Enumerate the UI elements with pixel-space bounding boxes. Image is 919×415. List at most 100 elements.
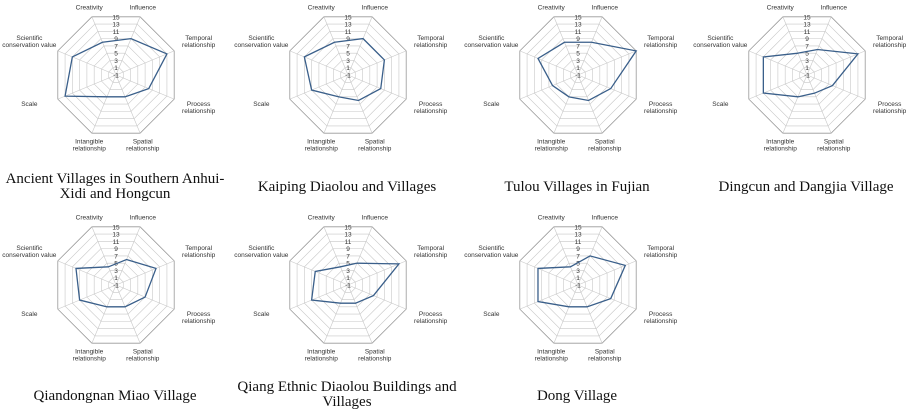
axis-spoke bbox=[806, 74, 866, 100]
tick-label: 5 bbox=[576, 261, 580, 268]
tick-label: -1 bbox=[575, 283, 581, 290]
axis-spoke bbox=[347, 74, 373, 134]
tick-label: 7 bbox=[114, 43, 118, 50]
axis-spoke bbox=[323, 16, 349, 76]
axis-label: Scale bbox=[21, 311, 38, 318]
series-line bbox=[303, 37, 386, 102]
tick-label: 1 bbox=[576, 65, 580, 72]
axis-spoke bbox=[748, 50, 808, 76]
tick-label: 15 bbox=[344, 224, 352, 231]
tick-label: 9 bbox=[114, 246, 118, 253]
tick-label: 13 bbox=[574, 22, 582, 29]
axis-spoke bbox=[57, 74, 117, 100]
grid-ring bbox=[289, 226, 407, 344]
axis-spoke bbox=[91, 74, 117, 134]
grid-ring bbox=[748, 16, 866, 134]
axis-label: Creativity bbox=[538, 4, 566, 11]
axis-label: Influence bbox=[130, 214, 157, 221]
tick-label: 3 bbox=[576, 268, 580, 275]
tick-label: -1 bbox=[113, 283, 119, 290]
tick-label: 7 bbox=[346, 43, 350, 50]
tick-label: 15 bbox=[112, 224, 120, 231]
axis-label: Scale bbox=[253, 311, 270, 318]
axis-label: Scale bbox=[483, 311, 500, 318]
axis-label: Creativity bbox=[76, 214, 104, 221]
chart-title-5: Qiandongnan Miao Village bbox=[33, 388, 197, 404]
axis-spoke bbox=[115, 284, 141, 344]
tick-label: 11 bbox=[113, 29, 120, 36]
tick-label: 11 bbox=[804, 29, 811, 36]
tick-label: 1 bbox=[114, 65, 118, 72]
tick-label: 5 bbox=[805, 51, 809, 58]
tick-label: -1 bbox=[804, 73, 810, 80]
tick-label: 15 bbox=[574, 14, 582, 21]
tick-label: 9 bbox=[576, 246, 580, 253]
axis-spoke bbox=[347, 50, 407, 76]
tick-label: 1 bbox=[805, 65, 809, 72]
axis-spoke bbox=[577, 74, 637, 100]
tick-label: 3 bbox=[576, 58, 580, 65]
axis-spoke bbox=[115, 50, 175, 76]
axis-spoke bbox=[577, 284, 603, 344]
grid-ring bbox=[289, 16, 407, 134]
axis-label: Influence bbox=[130, 4, 157, 11]
tick-label: 1 bbox=[576, 275, 580, 282]
tick-label: 9 bbox=[114, 36, 118, 43]
axis-label: Scale bbox=[253, 101, 270, 108]
tick-label: 15 bbox=[344, 14, 352, 21]
tick-label: 13 bbox=[112, 232, 120, 239]
tick-label: 3 bbox=[346, 58, 350, 65]
tick-label: -1 bbox=[345, 73, 351, 80]
tick-label: -1 bbox=[575, 73, 581, 80]
axis-spoke bbox=[289, 260, 349, 286]
tick-label: 11 bbox=[113, 239, 120, 246]
axis-spoke bbox=[553, 226, 579, 286]
grid-ring bbox=[519, 16, 637, 134]
tick-label: 9 bbox=[805, 36, 809, 43]
axis-spoke bbox=[115, 16, 141, 76]
axis-spoke bbox=[323, 74, 349, 134]
axis-spoke bbox=[347, 284, 407, 310]
tick-label: -1 bbox=[345, 283, 351, 290]
chart-title-1: Ancient Villages in Southern Anhui-Xidi … bbox=[5, 171, 225, 202]
axis-label: Influence bbox=[821, 4, 848, 11]
axis-label: Creativity bbox=[538, 214, 566, 221]
tick-label: 11 bbox=[575, 29, 582, 36]
axis-spoke bbox=[782, 16, 808, 76]
tick-label: 13 bbox=[344, 22, 352, 29]
axis-spoke bbox=[519, 50, 579, 76]
axis-spoke bbox=[577, 50, 637, 76]
tick-label: 7 bbox=[114, 253, 118, 260]
chart-title-2: Kaiping Diaolou and Villages bbox=[257, 179, 437, 195]
tick-label: 13 bbox=[803, 22, 811, 29]
axis-spoke bbox=[91, 284, 117, 344]
axis-spoke bbox=[806, 50, 866, 76]
axis-spoke bbox=[57, 260, 117, 286]
axis-spoke bbox=[577, 284, 637, 310]
axis-label: Scale bbox=[712, 101, 729, 108]
axis-spoke bbox=[347, 284, 373, 344]
